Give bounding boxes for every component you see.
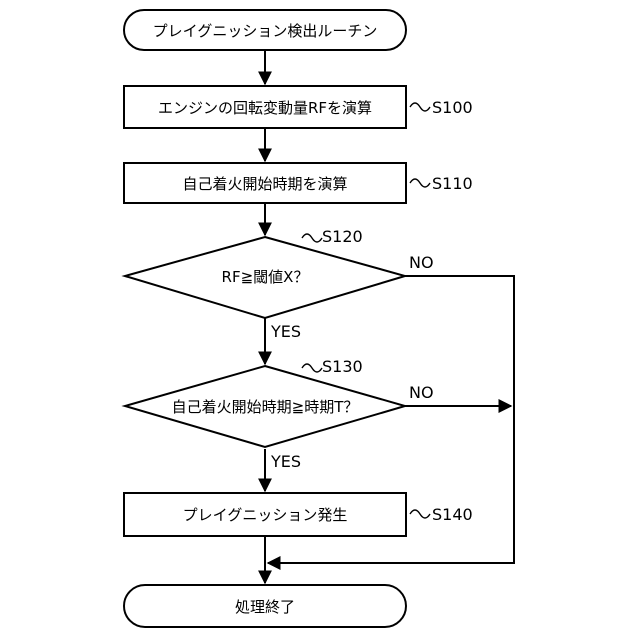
- process-s110: 自己着火開始時期を演算 S110: [124, 163, 473, 203]
- end-terminator: 処理終了: [124, 585, 406, 627]
- decision-s130-label: 自己着火開始時期≧時期T？: [172, 398, 359, 416]
- step-s140-leader: [410, 510, 430, 518]
- step-s120-leader: [302, 234, 322, 242]
- process-s140-label: プレイグニッション発生: [183, 506, 348, 524]
- start-terminator: プレイグニッション検出ルーチン: [124, 10, 406, 50]
- decision-s130: 自己着火開始時期≧時期T？ S130 NO YES: [125, 357, 434, 471]
- step-s130-leader: [302, 364, 322, 372]
- decision-s130-no-label: NO: [409, 383, 434, 402]
- decision-s130-yes-label: YES: [270, 452, 301, 471]
- step-s100-id: S100: [432, 98, 473, 117]
- decision-s120: RF≧閾値X？ S120 NO YES: [125, 227, 434, 341]
- start-label: プレイグニッション検出ルーチン: [153, 22, 378, 40]
- end-label: 処理終了: [235, 598, 295, 616]
- decision-s120-label: RF≧閾値X？: [222, 268, 309, 286]
- step-s110-id: S110: [432, 174, 473, 193]
- process-s100: エンジンの回転変動量RFを演算 S100: [124, 86, 473, 128]
- step-s100-leader: [410, 103, 430, 111]
- process-s110-label: 自己着火開始時期を演算: [182, 175, 347, 193]
- decision-s120-no-label: NO: [409, 253, 434, 272]
- process-s140: プレイグニッション発生 S140: [124, 493, 473, 536]
- step-s110-leader: [410, 179, 430, 187]
- decision-s120-yes-label: YES: [270, 322, 301, 341]
- step-s130-id: S130: [322, 357, 363, 376]
- process-s100-label: エンジンの回転変動量RFを演算: [158, 99, 372, 117]
- step-s120-id: S120: [322, 227, 363, 246]
- step-s140-id: S140: [432, 505, 473, 524]
